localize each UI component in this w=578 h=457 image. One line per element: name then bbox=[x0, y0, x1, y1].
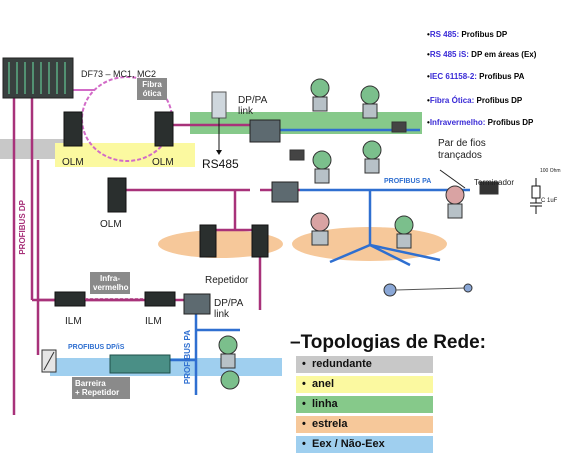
dppa-link-bottom-label: DP/PA link bbox=[214, 298, 244, 320]
olm-label-1: OLM bbox=[62, 157, 84, 168]
ring-zone bbox=[55, 143, 195, 167]
topology-row-star: •estrela bbox=[296, 416, 433, 433]
field-instruments bbox=[218, 78, 499, 390]
olm-label-2: OLM bbox=[152, 157, 174, 168]
dppa-link-top-label: DP/PA link bbox=[238, 95, 268, 117]
controller-label: DF73 – MC1, MC2 bbox=[81, 69, 157, 79]
controller-rack bbox=[2, 57, 74, 99]
wire-pair-label: Par de fios trançados bbox=[438, 138, 486, 161]
barrier-device bbox=[41, 349, 171, 374]
legend-item: •IEC 61158-2: Profibus PA bbox=[427, 72, 525, 81]
legend-item: •Fibra Ótica: Profibus DP bbox=[427, 96, 523, 105]
ilm-devices bbox=[54, 291, 176, 307]
dppa-link-bottom-device bbox=[183, 293, 211, 315]
topology-row-ex: •Eex / Não-Eex bbox=[296, 436, 433, 453]
olm-label-3: OLM bbox=[100, 219, 122, 230]
pa-bus-lines bbox=[130, 128, 470, 395]
fiber-optic-tag: Fibra ótica bbox=[137, 78, 167, 100]
topology-title: –Topologias de Rede: bbox=[290, 332, 487, 353]
repeater-devices bbox=[199, 224, 269, 258]
rs485-label: RS485 bbox=[202, 157, 239, 171]
repeater-label: Repetidor bbox=[205, 275, 249, 286]
ilm-label-2: ILM bbox=[145, 316, 162, 327]
profibus-pa-vertical-label: PROFIBUS PA bbox=[183, 330, 192, 385]
dppa-link-mid-device bbox=[271, 181, 299, 203]
topology-row-redundant: •redundante bbox=[296, 356, 433, 373]
ilm-label-1: ILM bbox=[65, 316, 82, 327]
topology-row-ring: •anel bbox=[296, 376, 433, 393]
olm-devices bbox=[63, 111, 174, 213]
legend-item: •RS 485: Profibus DP bbox=[427, 30, 508, 39]
terminator-cap-label: C 1uF bbox=[541, 198, 558, 204]
terminator-label: Terminador bbox=[474, 178, 515, 187]
legend-item: •Infravermelho: Profibus DP bbox=[427, 118, 534, 127]
terminator-ohm-label: 100 Ohm bbox=[540, 168, 561, 174]
topology-row-line: •linha bbox=[296, 396, 433, 413]
terminator-symbol bbox=[530, 178, 542, 214]
barrier-tag: Barreira + Repetidor bbox=[72, 377, 130, 399]
legend-item: •RS 485 iS: DP em áreas (Ex) bbox=[427, 50, 537, 59]
profibus-pa-horizontal-label: PROFIBUS PA bbox=[384, 178, 432, 185]
profibus-dpis-label: PROFIBUS DP/iS bbox=[68, 344, 125, 351]
profibus-dp-vertical-label: PROFIBUS DP bbox=[18, 200, 27, 255]
infrared-tag: Infra- vermelho bbox=[90, 272, 130, 294]
dppa-link-top-device bbox=[211, 91, 281, 155]
